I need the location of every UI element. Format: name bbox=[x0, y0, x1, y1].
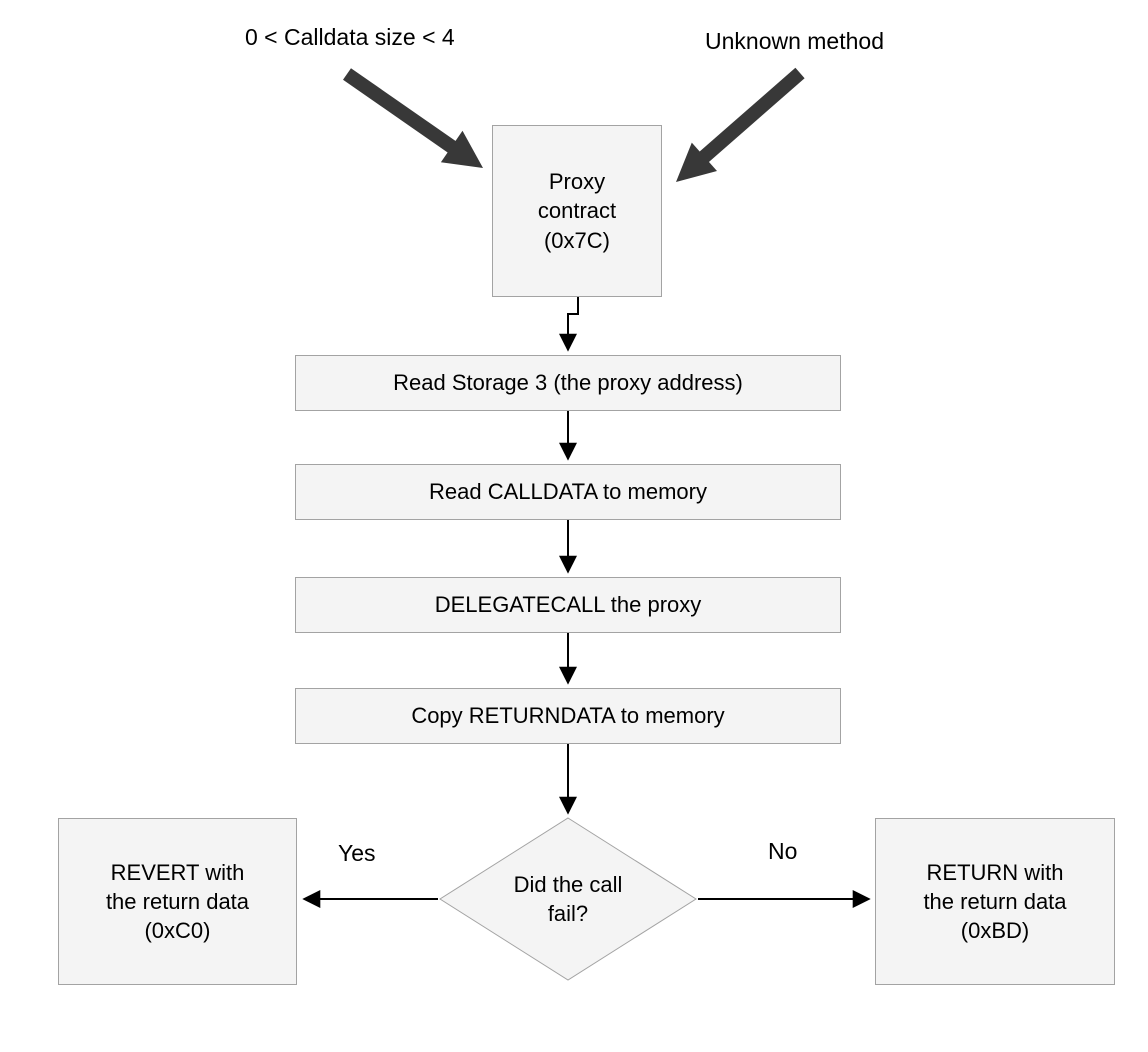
node-return: RETURN with the return data (0xBD) bbox=[875, 818, 1115, 985]
node-proxy-contract: Proxy contract (0x7C) bbox=[492, 125, 662, 297]
decision-diamond bbox=[439, 817, 697, 981]
node-read-storage: Read Storage 3 (the proxy address) bbox=[295, 355, 841, 411]
edge-label-no: No bbox=[768, 838, 798, 864]
node-decision-label: Did the call fail? bbox=[513, 872, 623, 927]
node-revert: REVERT with the return data (0xC0) bbox=[58, 818, 297, 985]
annotation-calldata-size: 0 < Calldata size < 4 bbox=[245, 24, 455, 50]
node-copy-returndata: Copy RETURNDATA to memory bbox=[295, 688, 841, 744]
edge-label-yes: Yes bbox=[338, 840, 376, 866]
node-delegatecall: DELEGATECALL the proxy bbox=[295, 577, 841, 633]
annotation-unknown-method: Unknown method bbox=[705, 28, 884, 54]
arrow-proxy-to-read-storage bbox=[559, 297, 579, 352]
thick-arrow-unknown-method bbox=[676, 67, 805, 182]
thick-arrow-calldata bbox=[343, 68, 483, 168]
node-read-calldata: Read CALLDATA to memory bbox=[295, 464, 841, 520]
